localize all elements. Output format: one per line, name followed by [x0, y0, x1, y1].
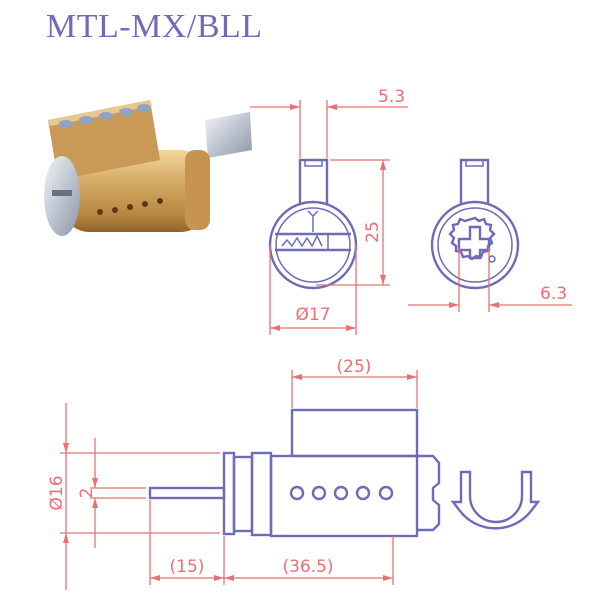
dimension-housing-length: (25): [291, 357, 418, 408]
pin-holes: [289, 485, 394, 501]
rear-view-cam: [430, 158, 520, 290]
dimension-body-diameter: Ø16: [47, 403, 220, 590]
dim-stem-width-label: 5.3: [378, 87, 405, 107]
dim-body-diameter-label: Ø16: [47, 475, 67, 510]
dimension-body-length: (36.5): [224, 536, 394, 585]
dimension-height: 25: [316, 159, 390, 286]
dim-height-label: 25: [363, 221, 383, 243]
dim-tail-thickness-label: 2: [77, 488, 97, 499]
dim-cam-width-label: 6.3: [540, 284, 567, 304]
dimension-front-diameter: Ø17: [269, 245, 357, 335]
retaining-clip: [450, 470, 541, 530]
product-title: MTL-MX/BLL: [46, 8, 263, 45]
dim-tail-length-label: (15): [170, 557, 205, 577]
front-view-keyway: [268, 158, 358, 290]
dim-front-diameter-label: Ø17: [295, 305, 330, 325]
product-photo: [44, 100, 252, 236]
dimension-cam-width: 6.3: [408, 248, 572, 312]
dim-housing-length-label: (25): [337, 357, 372, 377]
dimension-tail-length: (15): [149, 500, 225, 585]
dimension-stem-width: 5.3: [250, 87, 408, 158]
dim-body-length-label: (36.5): [282, 557, 333, 577]
side-view: [148, 408, 441, 538]
dimension-tail-thickness: 2: [77, 438, 146, 548]
